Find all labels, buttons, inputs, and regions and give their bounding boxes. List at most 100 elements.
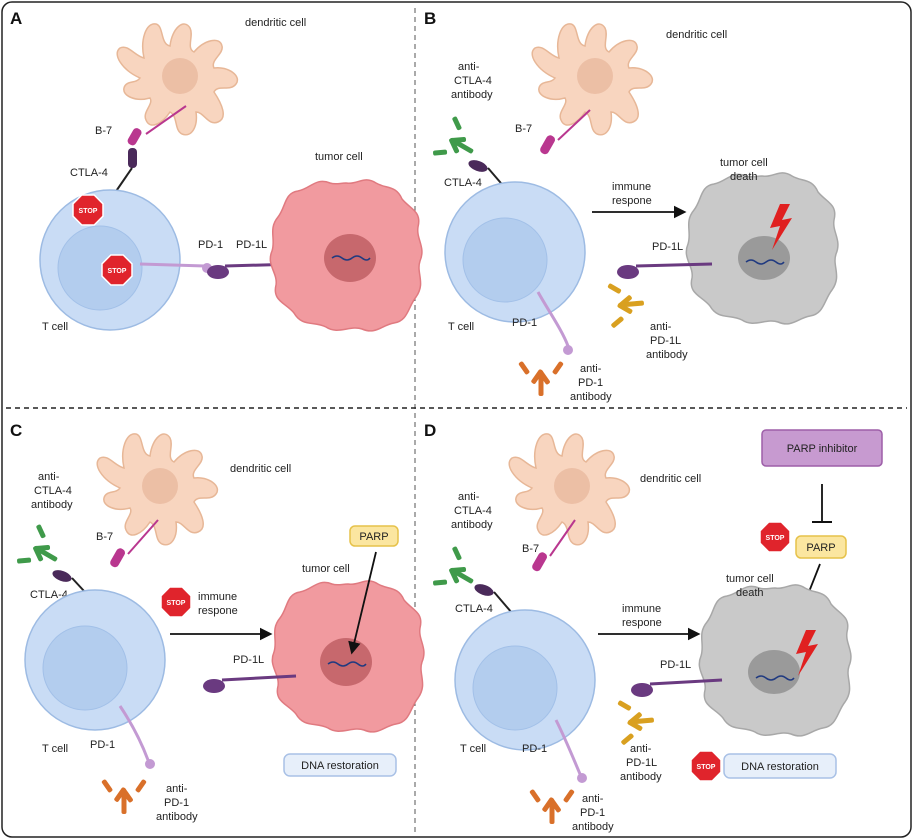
panel-a: A dendritic cell B-7 CTLA-4 T cell STOP … <box>10 9 423 333</box>
tumor-label-d-2: death <box>736 587 764 599</box>
anti-pd1-label-d-3: antibody <box>572 821 614 833</box>
anti-ctla4-antibody-d <box>430 544 485 602</box>
immune-label-b-1: immune <box>612 181 651 193</box>
tcell-d <box>454 609 596 751</box>
dendritic-label-b: dendritic cell <box>666 29 727 41</box>
anti-ctla4-label-b-3: antibody <box>451 89 493 101</box>
anti-pd1-label-b-3: antibody <box>570 391 612 403</box>
anti-pdl1-antibody-d <box>616 697 656 746</box>
panel-c: C dendritic cell anti- CTLA-4 antibody B… <box>10 421 425 823</box>
anti-ctla4-label-b-1: anti- <box>458 61 480 73</box>
tumor-label-b-1: tumor cell <box>720 157 768 169</box>
anti-ctla4-label-c-1: anti- <box>38 471 60 483</box>
parp-box-d <box>795 535 847 559</box>
parp-arrow-c <box>348 551 377 655</box>
dna-restoration-label-c: DNA restoration <box>301 760 379 772</box>
svg-text:STOP: STOP <box>766 535 785 542</box>
pdl1-label-d: PD-1L <box>660 659 691 671</box>
anti-pdl1-label-b-1: anti- <box>650 321 672 333</box>
immune-label-d-1: immune <box>622 603 661 615</box>
anti-ctla4-label-d-2: CTLA-4 <box>454 505 492 517</box>
lightning-bolt-icon-b <box>770 204 792 250</box>
stop-sign-a1: STOP <box>72 194 104 226</box>
tcell-b <box>444 181 586 323</box>
anti-pd1-label-d-2: PD-1 <box>580 807 605 819</box>
lightning-bolt-icon-d <box>796 630 818 676</box>
tcell-label-d: T cell <box>460 743 486 755</box>
dna-restoration-box-c <box>283 753 397 777</box>
immune-label-c-1: immune <box>198 591 237 603</box>
b7-label-a: B-7 <box>95 125 112 137</box>
anti-pdl1-antibody-b <box>606 280 646 329</box>
b7-label-c: B-7 <box>96 531 113 543</box>
svg-text:STOP: STOP <box>167 600 186 607</box>
dna-restoration-label-d: DNA restoration <box>741 761 819 773</box>
parp-label-d: PARP <box>806 542 835 554</box>
anti-pd1-label-d-1: anti- <box>582 793 604 805</box>
tcell-c <box>24 589 166 731</box>
stop-sign-d2: STOP <box>690 750 722 782</box>
immune-label-d-2: respone <box>622 617 662 629</box>
parp-box-c <box>349 525 399 547</box>
dendritic-cell-b <box>531 23 654 136</box>
anti-ctla4-label-c-3: antibody <box>31 499 73 511</box>
immune-label-c-2: respone <box>198 605 238 617</box>
pd1-label-d: PD-1 <box>522 743 547 755</box>
ctla4-label-a: CTLA-4 <box>70 167 108 179</box>
pdl1-label-a: PD-1L <box>236 239 267 251</box>
pd1-label-c: PD-1 <box>90 739 115 751</box>
dendritic-label-c: dendritic cell <box>230 463 291 475</box>
panel-a-letter: A <box>10 9 22 28</box>
anti-pd1-antibody-d <box>529 788 575 824</box>
stop-sign-a2: STOP <box>101 254 133 286</box>
pd1-label-a: PD-1 <box>198 239 223 251</box>
pdl1-label-b: PD-1L <box>652 241 683 253</box>
anti-pd1-antibody-b <box>518 360 564 396</box>
panel-d: D PARP inhibitor dendritic cell anti- CT… <box>424 421 883 833</box>
ctla4-label-c: CTLA-4 <box>30 589 68 601</box>
anti-ctla4-label-b-2: CTLA-4 <box>454 75 492 87</box>
tumor-label-a: tumor cell <box>315 151 363 163</box>
b7-label-d: B-7 <box>522 543 539 555</box>
stop-sign-c: STOP <box>160 586 192 618</box>
anti-pd1-label-c-3: antibody <box>156 811 198 823</box>
anti-pdl1-label-d-3: antibody <box>620 771 662 783</box>
anti-ctla4-label-d-3: antibody <box>451 519 493 531</box>
svg-text:STOP: STOP <box>79 208 98 215</box>
anti-ctla4-label-d-1: anti- <box>458 491 480 503</box>
pdl1-label-c: PD-1L <box>233 654 264 666</box>
anti-pdl1-label-d-1: anti- <box>630 743 652 755</box>
immune-label-b-2: respone <box>612 195 652 207</box>
anti-pd1-label-b-1: anti- <box>580 363 602 375</box>
tumor-label-d-1: tumor cell <box>726 573 774 585</box>
svg-text:STOP: STOP <box>697 764 716 771</box>
tcell-label-a: T cell <box>42 321 68 333</box>
ctla4-label-b: CTLA-4 <box>444 177 482 189</box>
dendritic-cell-a <box>116 23 239 136</box>
tcell-label-b: T cell <box>448 321 474 333</box>
panel-d-letter: D <box>424 421 436 440</box>
tcell-label-c: T cell <box>42 743 68 755</box>
panel-b: B dendritic cell anti- CTLA-4 antibody B… <box>424 9 839 403</box>
anti-pdl1-label-d-2: PD-1L <box>626 757 657 769</box>
dendritic-label-a: dendritic cell <box>245 17 306 29</box>
tumor-label-b-2: death <box>730 171 758 183</box>
anti-pd1-label-b-2: PD-1 <box>578 377 603 389</box>
parp-inhibitor-box-d <box>761 429 883 467</box>
parp-inhibitor-label-d: PARP inhibitor <box>787 443 858 455</box>
anti-pdl1-label-b-2: PD-1L <box>650 335 681 347</box>
anti-pd1-label-c-1: anti- <box>166 783 188 795</box>
dendritic-cell-c <box>96 433 219 546</box>
b7-label-b: B-7 <box>515 123 532 135</box>
stop-sign-d1: STOP <box>759 521 791 553</box>
panel-b-letter: B <box>424 9 436 28</box>
panel-c-letter: C <box>10 421 22 440</box>
anti-pd1-antibody-c <box>101 778 147 814</box>
ctla4-label-d: CTLA-4 <box>455 603 493 615</box>
dendritic-label-d: dendritic cell <box>640 473 701 485</box>
tumor-label-c: tumor cell <box>302 563 350 575</box>
anti-ctla4-label-c-2: CTLA-4 <box>34 485 72 497</box>
dna-restoration-box-d <box>723 753 837 779</box>
